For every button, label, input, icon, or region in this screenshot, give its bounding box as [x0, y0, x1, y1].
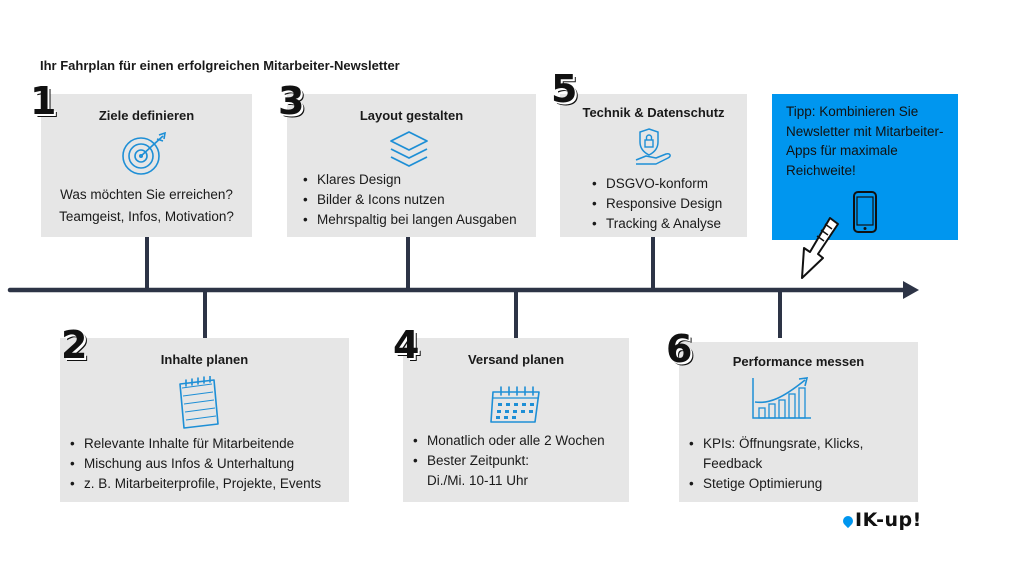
bullet-item: Responsive Design — [590, 194, 722, 214]
step-title-4: Versand planen — [467, 352, 565, 367]
step-bullets-3: Klares Design Bilder & Icons nutzen Mehr… — [301, 170, 517, 230]
step-number-5: 5 — [551, 67, 578, 111]
bullet-item: Klares Design — [301, 170, 517, 190]
step-bullets-4: Monatlich oder alle 2 Wochen Bester Zeit… — [411, 431, 605, 491]
bullet-item: Stetige Optimierung — [687, 474, 863, 494]
bullet-item: DSGVO-konform — [590, 174, 722, 194]
bullet-item: KPIs: Öffnungsrate, Klicks, — [687, 434, 863, 454]
target-icon — [122, 132, 166, 175]
arrow-down-icon — [801, 217, 839, 279]
bullet-item: z. B. Mitarbeiterprofile, Projekte, Even… — [68, 474, 321, 494]
step-card-6: Performance messen KPIs: Öffnungsrate, K… — [679, 342, 918, 502]
notepad-icon — [179, 376, 219, 429]
step-title-6: Performance messen — [732, 354, 865, 369]
bullet-item: Mehrspaltig bei langen Ausgaben — [301, 210, 517, 230]
step-card-4: Versand planen Monatlich oder alle 2 Woc… — [403, 338, 629, 502]
step-title-1: Ziele definieren — [98, 108, 195, 123]
step-card-5: Technik & Datenschutz DSGVO-konform Resp… — [560, 94, 747, 237]
timeline-arrowhead — [903, 281, 919, 299]
bullet-item: Relevante Inhalte für Mitarbeitende — [68, 434, 321, 454]
tip-box: Tipp: Kombinieren Sie Newsletter mit Mit… — [772, 94, 958, 240]
bullet-continuation: Feedback — [703, 456, 763, 471]
tip-text: Tipp: Kombinieren Sie Newsletter mit Mit… — [786, 104, 944, 178]
step-desc-1: Was möchten Sie erreichen? Teamgeist, In… — [41, 184, 252, 228]
calendar-icon — [490, 386, 540, 423]
step-card-2: Inhalte planen Relevante Inhalte für Mit… — [60, 338, 349, 502]
step-bullets-5: DSGVO-konform Responsive Design Tracking… — [590, 174, 722, 234]
step-title-5: Technik & Datenschutz — [582, 105, 725, 120]
smartphone-icon — [853, 191, 877, 233]
page-title: Ihr Fahrplan für einen erfolgreichen Mit… — [40, 58, 400, 73]
step-title-2: Inhalte planen — [160, 352, 249, 367]
step-number-6: 6 — [666, 327, 693, 371]
step-number-4: 4 — [393, 323, 420, 367]
shield-hand-icon — [635, 128, 671, 165]
bullet-item: Bilder & Icons nutzen — [301, 190, 517, 210]
step-number-1: 1 — [30, 79, 57, 123]
step-bullets-6: KPIs: Öffnungsrate, Klicks, Feedback Ste… — [687, 434, 863, 494]
bullet-item: Bester Zeitpunkt: — [411, 451, 605, 471]
bullet-item: Monatlich oder alle 2 Wochen — [411, 431, 605, 451]
layers-icon — [390, 131, 428, 167]
step-title-3: Layout gestalten — [359, 108, 464, 123]
bullet-continuation: Di./Mi. 10-11 Uhr — [427, 473, 529, 488]
step-line: Teamgeist, Infos, Motivation? — [59, 209, 234, 224]
step-card-3: Layout gestalten Klares Design Bilder & … — [287, 94, 536, 237]
bullet-item: Mischung aus Infos & Unterhaltung — [68, 454, 321, 474]
step-number-2: 2 — [61, 323, 88, 367]
step-line: Was möchten Sie erreichen? — [60, 187, 233, 202]
growth-chart-icon — [752, 377, 811, 419]
brand-logo: IK-up! — [855, 509, 922, 531]
step-bullets-2: Relevante Inhalte für Mitarbeitende Misc… — [68, 434, 321, 494]
step-card-1: Ziele definieren Was möchten Sie erreich… — [41, 94, 252, 237]
step-number-3: 3 — [278, 79, 305, 123]
bullet-item: Tracking & Analyse — [590, 214, 722, 234]
